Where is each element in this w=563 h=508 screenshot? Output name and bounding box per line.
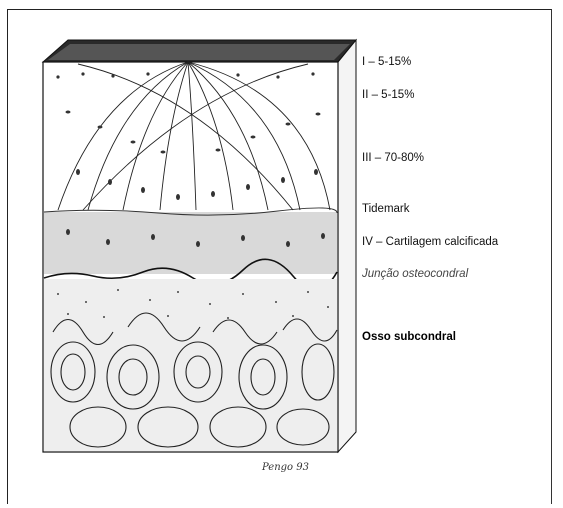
artist-signature: Pengo 93 (262, 462, 309, 473)
subchondral-bone-zone (44, 279, 337, 451)
zone-1-label: I – 5-15% (362, 56, 411, 68)
block-side-face (338, 40, 356, 452)
zone-2-label: II – 5-15% (362, 89, 414, 101)
tidemark-label: Tidemark (362, 203, 410, 215)
bone-label: Osso subcondral (362, 331, 456, 343)
zone-4-label: IV – Cartilagem calcificada (362, 236, 498, 248)
junction-label: Junção osteocondral (362, 268, 468, 280)
cartilage-illustration (38, 32, 358, 492)
zone-3-label: III – 70-80% (362, 152, 424, 164)
calcified-cartilage-band (44, 212, 337, 274)
